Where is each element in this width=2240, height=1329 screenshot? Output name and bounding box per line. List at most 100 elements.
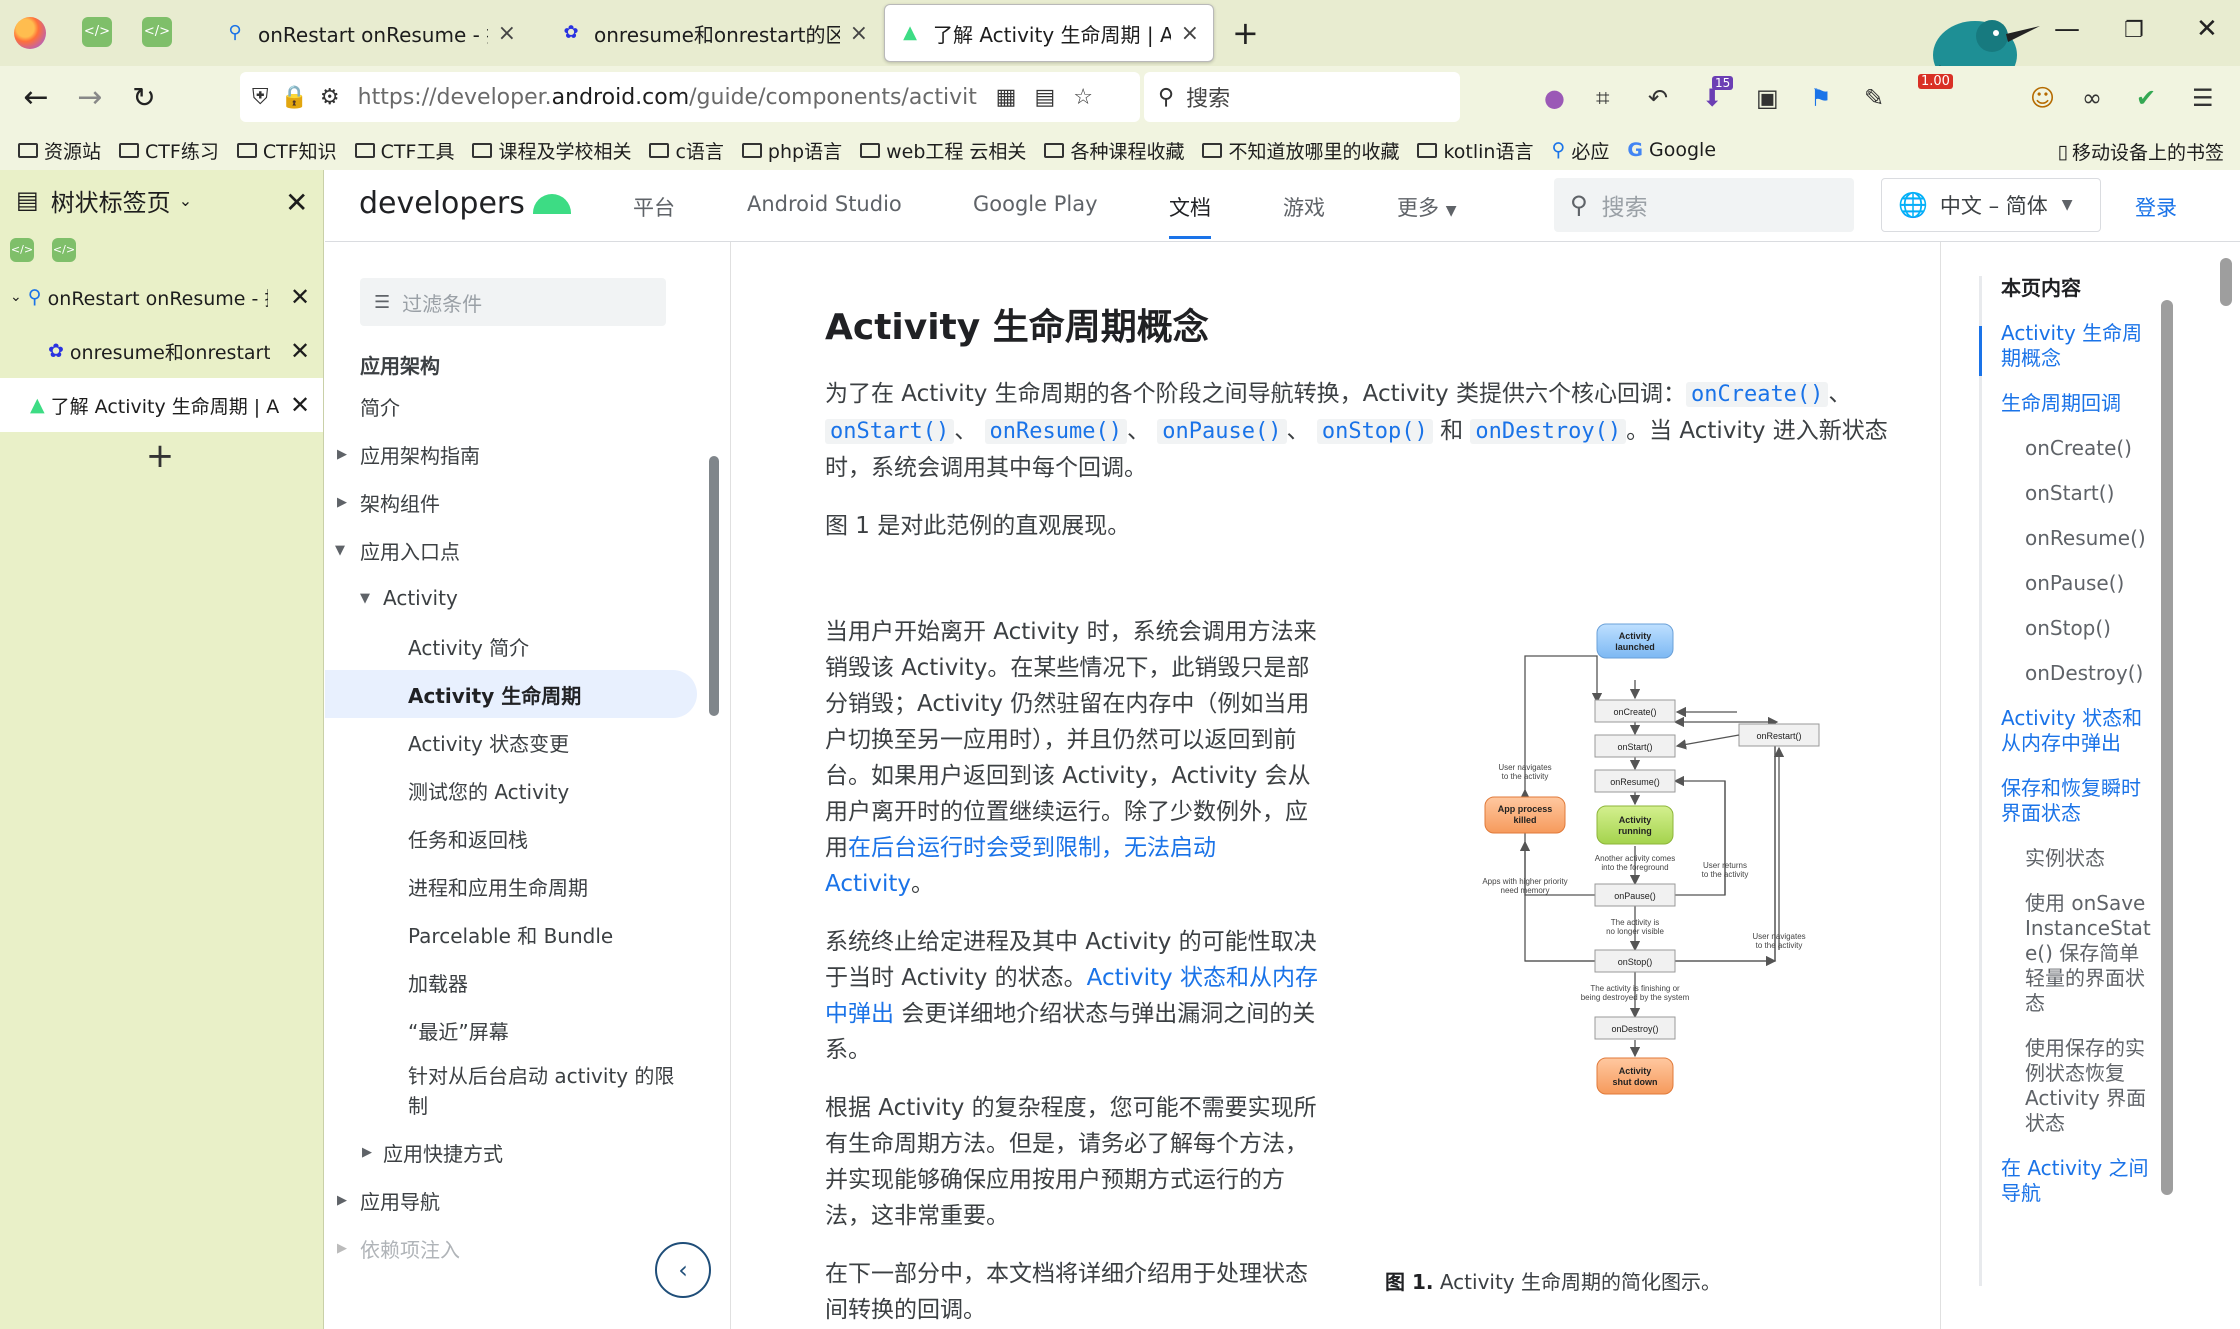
new-tab-button[interactable]: + <box>1232 14 1259 52</box>
page-scrollbar[interactable] <box>2220 258 2232 306</box>
nav-item[interactable]: Activity 状态变更 <box>325 718 697 766</box>
nav-item[interactable]: 测试您的 Activity <box>325 766 697 814</box>
monkey-icon[interactable]: ☺ <box>2030 84 2056 112</box>
nav-platform[interactable]: 平台 <box>633 196 675 220</box>
developers-logo[interactable]: developers <box>359 186 571 221</box>
tree-tabs-header[interactable]: ▤ 树状标签页 ⌄ ✕ <box>0 170 323 230</box>
expand-arrow-icon[interactable]: ▶ <box>337 494 347 510</box>
bookmark-folder[interactable]: c语言 <box>649 137 724 164</box>
url-text[interactable]: https://developer.android.com/guide/comp… <box>358 85 978 110</box>
nav-google-play[interactable]: Google Play <box>973 192 1098 216</box>
reader-view-icon[interactable]: ▤ <box>1034 84 1056 110</box>
code-link[interactable]: onStart() <box>825 419 955 444</box>
nav-item-expanded[interactable]: ▼应用入口点 <box>325 526 697 574</box>
url-bar[interactable]: ⛨ 🔒 ⚙ https://developer.android.com/guid… <box>240 72 1140 122</box>
nav-android-studio[interactable]: Android Studio <box>747 192 902 216</box>
nav-item[interactable]: “最近”屏幕 <box>325 1006 697 1054</box>
toc-link[interactable]: onPause() <box>2025 571 2125 595</box>
toc-link[interactable]: onResume() <box>2025 526 2146 550</box>
toc-link[interactable]: Activity 状态和从内存中弹出 <box>2001 706 2143 755</box>
new-tab-button[interactable]: + <box>145 436 175 476</box>
translate-icon[interactable]: ⚑ <box>1810 84 1832 112</box>
toc-link[interactable]: onStart() <box>2025 481 2115 505</box>
close-icon[interactable]: ✕ <box>290 391 311 419</box>
close-icon[interactable]: × <box>497 20 516 46</box>
tree-tab-item[interactable]: ⌄ ⚲ onRestart onResume - 搜索 ✕ <box>0 270 323 324</box>
code-link[interactable]: onPause() <box>1157 419 1287 444</box>
pinned-tab-icon[interactable]: </> <box>142 17 172 47</box>
mobile-bookmarks[interactable]: ▯移动设备上的书签 <box>2058 138 2224 165</box>
bookmark-folder[interactable]: 各种课程收藏 <box>1044 137 1184 164</box>
nav-item-current[interactable]: Activity 生命周期 <box>325 670 697 718</box>
code-link[interactable]: onStop() <box>1316 419 1433 444</box>
toc-scrollbar[interactable] <box>2161 300 2173 1195</box>
sidebar-icon[interactable]: ▣ <box>1756 84 1779 112</box>
back-button[interactable]: ← <box>23 80 49 115</box>
nav-item[interactable]: 任务和返回栈 <box>325 814 697 862</box>
close-icon[interactable]: × <box>849 20 868 46</box>
nav-item[interactable]: Activity 简介 <box>325 622 697 670</box>
code-link[interactable]: onDestroy() <box>1470 419 1627 444</box>
nav-item[interactable]: 进程和应用生命周期 <box>325 862 697 910</box>
expand-arrow-icon[interactable]: ▶ <box>337 1240 347 1256</box>
collapse-arrow-icon[interactable]: ▼ <box>360 590 370 606</box>
close-icon[interactable]: × <box>1180 20 1199 46</box>
restore-button[interactable]: ❐ <box>2124 18 2144 43</box>
filter-input[interactable]: ☰ 过滤条件 <box>360 278 666 326</box>
bookmark-folder[interactable]: 不知道放哪里的收藏 <box>1202 137 1399 164</box>
crop-icon[interactable]: ⌗ <box>1596 84 1610 112</box>
zoom-badge[interactable]: 1.00 <box>1918 74 1953 89</box>
nav-item[interactable]: 加载器 <box>325 958 697 1006</box>
state-memory-link[interactable]: Activity 状态和从内存中弹出 <box>825 965 1318 1027</box>
bookmark-folder[interactable]: CTF知识 <box>236 137 337 164</box>
window-close-button[interactable]: ✕ <box>2196 14 2218 44</box>
toc-link[interactable]: 保存和恢复瞬时界面状态 <box>2001 776 2141 825</box>
expand-arrow-icon[interactable]: ▶ <box>362 1144 372 1160</box>
pinned-tab-icon[interactable]: </> <box>10 238 34 262</box>
bookmark-folder[interactable]: CTF练习 <box>119 137 219 164</box>
bookmark-bing[interactable]: ⚲必应 <box>1551 137 1609 164</box>
toc-link[interactable]: 使用保存的实例状态恢复 Activity 界面状态 <box>2025 1036 2147 1135</box>
undo-icon[interactable]: ↶ <box>1648 84 1669 112</box>
toc-link[interactable]: onCreate() <box>2025 436 2132 460</box>
collapse-nav-button[interactable]: ‹ <box>655 1242 711 1298</box>
qr-code-icon[interactable]: ▦ <box>995 84 1017 110</box>
security-extension-icon[interactable]: ✔ <box>2136 84 2157 112</box>
restrictions-link[interactable]: 在后台运行时会受到限制，无法启动 Activity <box>825 835 1216 897</box>
firefox-icon[interactable] <box>14 17 46 49</box>
site-search-input[interactable]: ⚲ 搜索 <box>1554 178 1854 232</box>
pinned-tab-icon[interactable]: </> <box>82 17 112 47</box>
expand-arrow-icon[interactable]: ▶ <box>337 446 347 462</box>
bookmark-folder[interactable]: web工程 云相关 <box>860 137 1026 164</box>
close-icon[interactable]: ✕ <box>290 337 311 365</box>
bookmark-folder[interactable]: 课程及学校相关 <box>472 137 631 164</box>
nav-item-expandable[interactable]: ▶应用架构指南 <box>325 430 697 478</box>
close-icon[interactable]: ✕ <box>285 186 309 219</box>
tab-baidu[interactable]: ✿ onresume和onrestart的区别? × <box>546 4 882 62</box>
chevron-down-icon[interactable]: ⌄ <box>10 289 22 305</box>
collapse-arrow-icon[interactable]: ▼ <box>335 542 345 558</box>
nav-scrollbar[interactable] <box>709 456 719 716</box>
glasses-icon[interactable]: ∞ <box>2082 84 2102 112</box>
pinned-tab-icon[interactable]: </> <box>52 238 76 262</box>
toc-link[interactable]: onDestroy() <box>2025 661 2144 685</box>
toc-link[interactable]: 使用 onSaveInstanceState() 保存简单轻量的界面状态 <box>2025 891 2151 1015</box>
nav-item-expandable[interactable]: ▶依赖项注入 <box>325 1224 697 1272</box>
bookmark-folder[interactable]: php语言 <box>741 137 842 164</box>
forward-button[interactable]: → <box>77 80 103 115</box>
nav-docs[interactable]: 文档 <box>1169 192 1211 239</box>
bookmark-folder[interactable]: kotlin语言 <box>1417 137 1533 164</box>
nav-item-expandable[interactable]: ▶架构组件 <box>325 478 697 526</box>
bookmark-folder[interactable]: 资源站 <box>18 137 101 164</box>
tab-android-lifecycle[interactable]: ▲ 了解 Activity 生命周期 | Andr × <box>884 4 1214 62</box>
download-extension-icon[interactable]: ⬇ <box>1702 84 1723 112</box>
nav-item-expanded[interactable]: ▼Activity <box>325 574 697 622</box>
eyedropper-icon[interactable]: ✎ <box>1864 84 1885 112</box>
tree-tab-item-active[interactable]: ▲ 了解 Activity 生命周期 | Andr ✕ <box>0 378 323 432</box>
extension-icon[interactable]: ● <box>1544 84 1565 112</box>
toc-link[interactable]: 在 Activity 之间导航 <box>2001 1156 2149 1205</box>
browser-search-box[interactable]: ⚲ 搜索 <box>1144 72 1460 122</box>
toc-link[interactable]: onStop() <box>2025 616 2111 640</box>
nav-item-expandable[interactable]: ▶应用导航 <box>325 1176 697 1224</box>
